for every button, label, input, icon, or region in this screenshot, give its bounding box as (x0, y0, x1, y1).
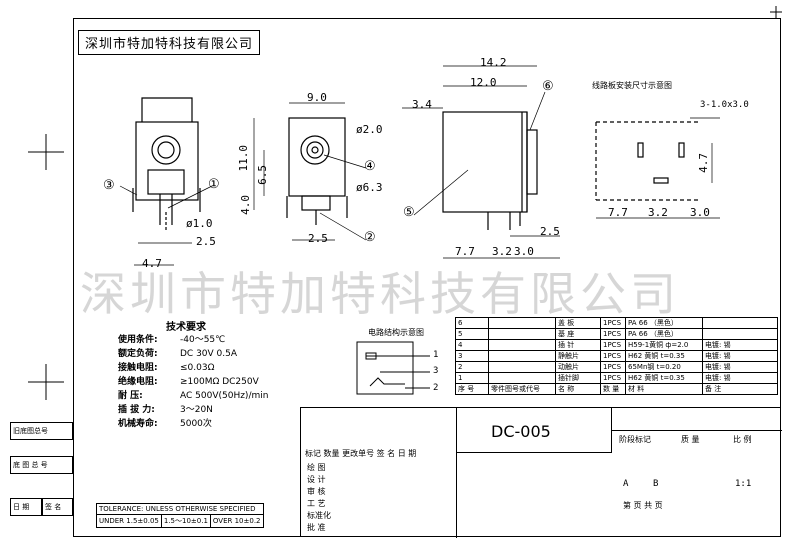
balloon-6: ⑥ (542, 79, 554, 94)
tech-row: 耐 压:AC 500V(50Hz)/min (118, 391, 269, 401)
dim-top-b1: 7.7 (455, 245, 475, 258)
dim-top-length-total: 14.2 (480, 56, 507, 69)
tech-row: 额定负荷:DC 30V 0.5A (118, 349, 238, 359)
weight-label: 质 量 (681, 435, 700, 444)
stage-label: 阶段标记 (619, 435, 651, 444)
dim-hole-small: ø2.0 (356, 123, 383, 136)
tech-row: 插 拔 力:3～20N (118, 405, 213, 415)
side-date: 日 期 (10, 498, 42, 516)
dim-top-b4: 2.5 (540, 225, 560, 238)
role-standard: 标准化 (307, 511, 331, 520)
balloon-1: ① (208, 177, 220, 192)
company-name: 深圳市特加特科技有限公司 (78, 30, 261, 55)
pcb-title: 线路板安装尺寸示意图 (592, 81, 672, 90)
tech-row: 使用条件:-40～55℃ (118, 335, 226, 345)
dim-side-height: 11.0 (237, 145, 250, 172)
stage-b: B (653, 479, 659, 489)
dim-side-width: 9.0 (307, 91, 327, 104)
stage-a: A (623, 479, 629, 489)
circuit-pin-1: 1 (433, 350, 439, 360)
pcb-layout (595, 121, 700, 201)
role-review: 审 核 (307, 487, 326, 496)
side-old-base: 旧底图总号 (10, 422, 73, 440)
front-view (132, 97, 201, 230)
dim-pin-dia: ø1.0 (186, 217, 213, 230)
tolerance-table: TOLERANCE: UNLESS OTHERWISE SPECIFIED UN… (96, 503, 264, 528)
dim-top-b2: 3.2 (492, 245, 512, 258)
scale-value: 1:1 (735, 479, 752, 489)
dim-front-total: 4.7 (142, 257, 162, 270)
dim-front-width: 2.5 (196, 235, 216, 248)
pcb-height: 4.7 (697, 153, 710, 173)
rev-labels: 标记 数量 更改单号 签 名 日 期 (305, 449, 417, 458)
pcb-holes: 3-1.0x3.0 (700, 100, 749, 110)
dim-side-center: 6.5 (256, 165, 269, 185)
tech-row: 绝缘电阻:≥100MΩ DC250V (118, 377, 259, 387)
role-draw: 绘 图 (307, 463, 326, 472)
dim-side-base: 4.0 (239, 195, 252, 215)
balloon-5: ⑤ (403, 205, 415, 220)
scale-label: 比 例 (733, 435, 752, 444)
dim-hole-large: ø6.3 (356, 181, 383, 194)
dim-side-pin: 2.5 (308, 232, 328, 245)
tolerance-title: TOLERANCE: UNLESS OTHERWISE SPECIFIED (96, 503, 264, 515)
tech-row: 接触电阻:≤0.03Ω (118, 363, 215, 373)
balloon-4: ④ (364, 159, 376, 174)
watermark: 深圳市特加特科技有限公司 (80, 267, 680, 321)
tech-requirements: 技术要求 使用条件:-40～55℃ 额定负荷:DC 30V 0.5A 接触电阻:… (118, 318, 293, 433)
pcb-b3: 3.0 (690, 206, 710, 219)
pcb-b2: 3.2 (648, 206, 668, 219)
title-block: DC-005 阶段标记 质 量 比 例 A B 1:1 第 页 共 页 标记 数… (300, 407, 782, 538)
pcb-b1: 7.7 (608, 206, 628, 219)
part-number: DC-005 (491, 422, 551, 441)
balloon-2: ② (364, 230, 376, 245)
role-design: 设 计 (307, 475, 326, 484)
tech-row: 机械寿命:5000次 (118, 419, 212, 429)
side-view (286, 117, 348, 225)
tech-title: 技术要求 (166, 322, 206, 333)
role-process: 工 艺 (307, 499, 326, 508)
dim-top-length: 12.0 (470, 76, 497, 89)
side-base-total: 底 图 总 号 (10, 456, 73, 474)
top-view (442, 111, 538, 230)
role-approve: 批 准 (307, 523, 326, 532)
circuit-schematic (356, 341, 430, 395)
side-sign: 签 名 (42, 498, 73, 516)
circuit-pin-2: 2 (433, 383, 439, 393)
dim-top-b3: 3.0 (514, 245, 534, 258)
dim-top-offset: 3.4 (412, 98, 432, 111)
sheet-info: 第 页 共 页 (623, 501, 663, 510)
balloon-3: ③ (103, 178, 115, 193)
circuit-pin-3: 3 (433, 366, 439, 376)
circuit-title: 电路结构示意图 (368, 328, 424, 337)
parts-header: 序 号零件图号或代号名 称数 量材 料备 注 (455, 383, 778, 395)
revision-area (301, 408, 457, 538)
